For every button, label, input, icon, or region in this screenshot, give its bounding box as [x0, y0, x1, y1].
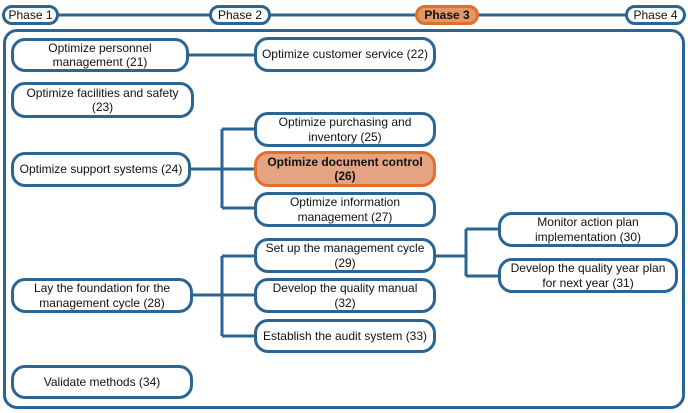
- node-optimize-facilities: Optimize facilities and safety (23): [11, 82, 194, 118]
- phase-3-frame: [3, 29, 685, 409]
- node-set-up-management-cycle: Set up the management cycle (29): [254, 238, 436, 273]
- node-optimize-document-control: Optimize document control (26): [254, 151, 436, 187]
- node-validate-methods: Validate methods (34): [11, 365, 193, 399]
- phase-4-label: Phase 4: [625, 5, 686, 25]
- node-optimize-information: Optimize information management (27): [254, 192, 436, 227]
- phase-2-label: Phase 2: [209, 5, 271, 25]
- node-develop-quality-manual: Develop the quality manual (32): [254, 278, 436, 313]
- node-lay-foundation: Lay the foundation for the management cy…: [11, 278, 193, 313]
- node-optimize-customer-service: Optimize customer service (22): [254, 37, 436, 72]
- phase-1-label: Phase 1: [2, 5, 59, 25]
- node-monitor-action-plan: Monitor action plan implementation (30): [498, 212, 678, 247]
- node-optimize-purchasing: Optimize purchasing and inventory (25): [254, 112, 436, 147]
- node-establish-audit-system: Establish the audit system (33): [254, 319, 436, 353]
- phase-3-label-current: Phase 3: [415, 5, 479, 25]
- node-optimize-support-systems: Optimize support systems (24): [11, 152, 191, 187]
- node-develop-quality-year-plan: Develop the quality year plan for next y…: [498, 258, 678, 293]
- node-optimize-personnel: Optimize personnel management (21): [11, 38, 189, 72]
